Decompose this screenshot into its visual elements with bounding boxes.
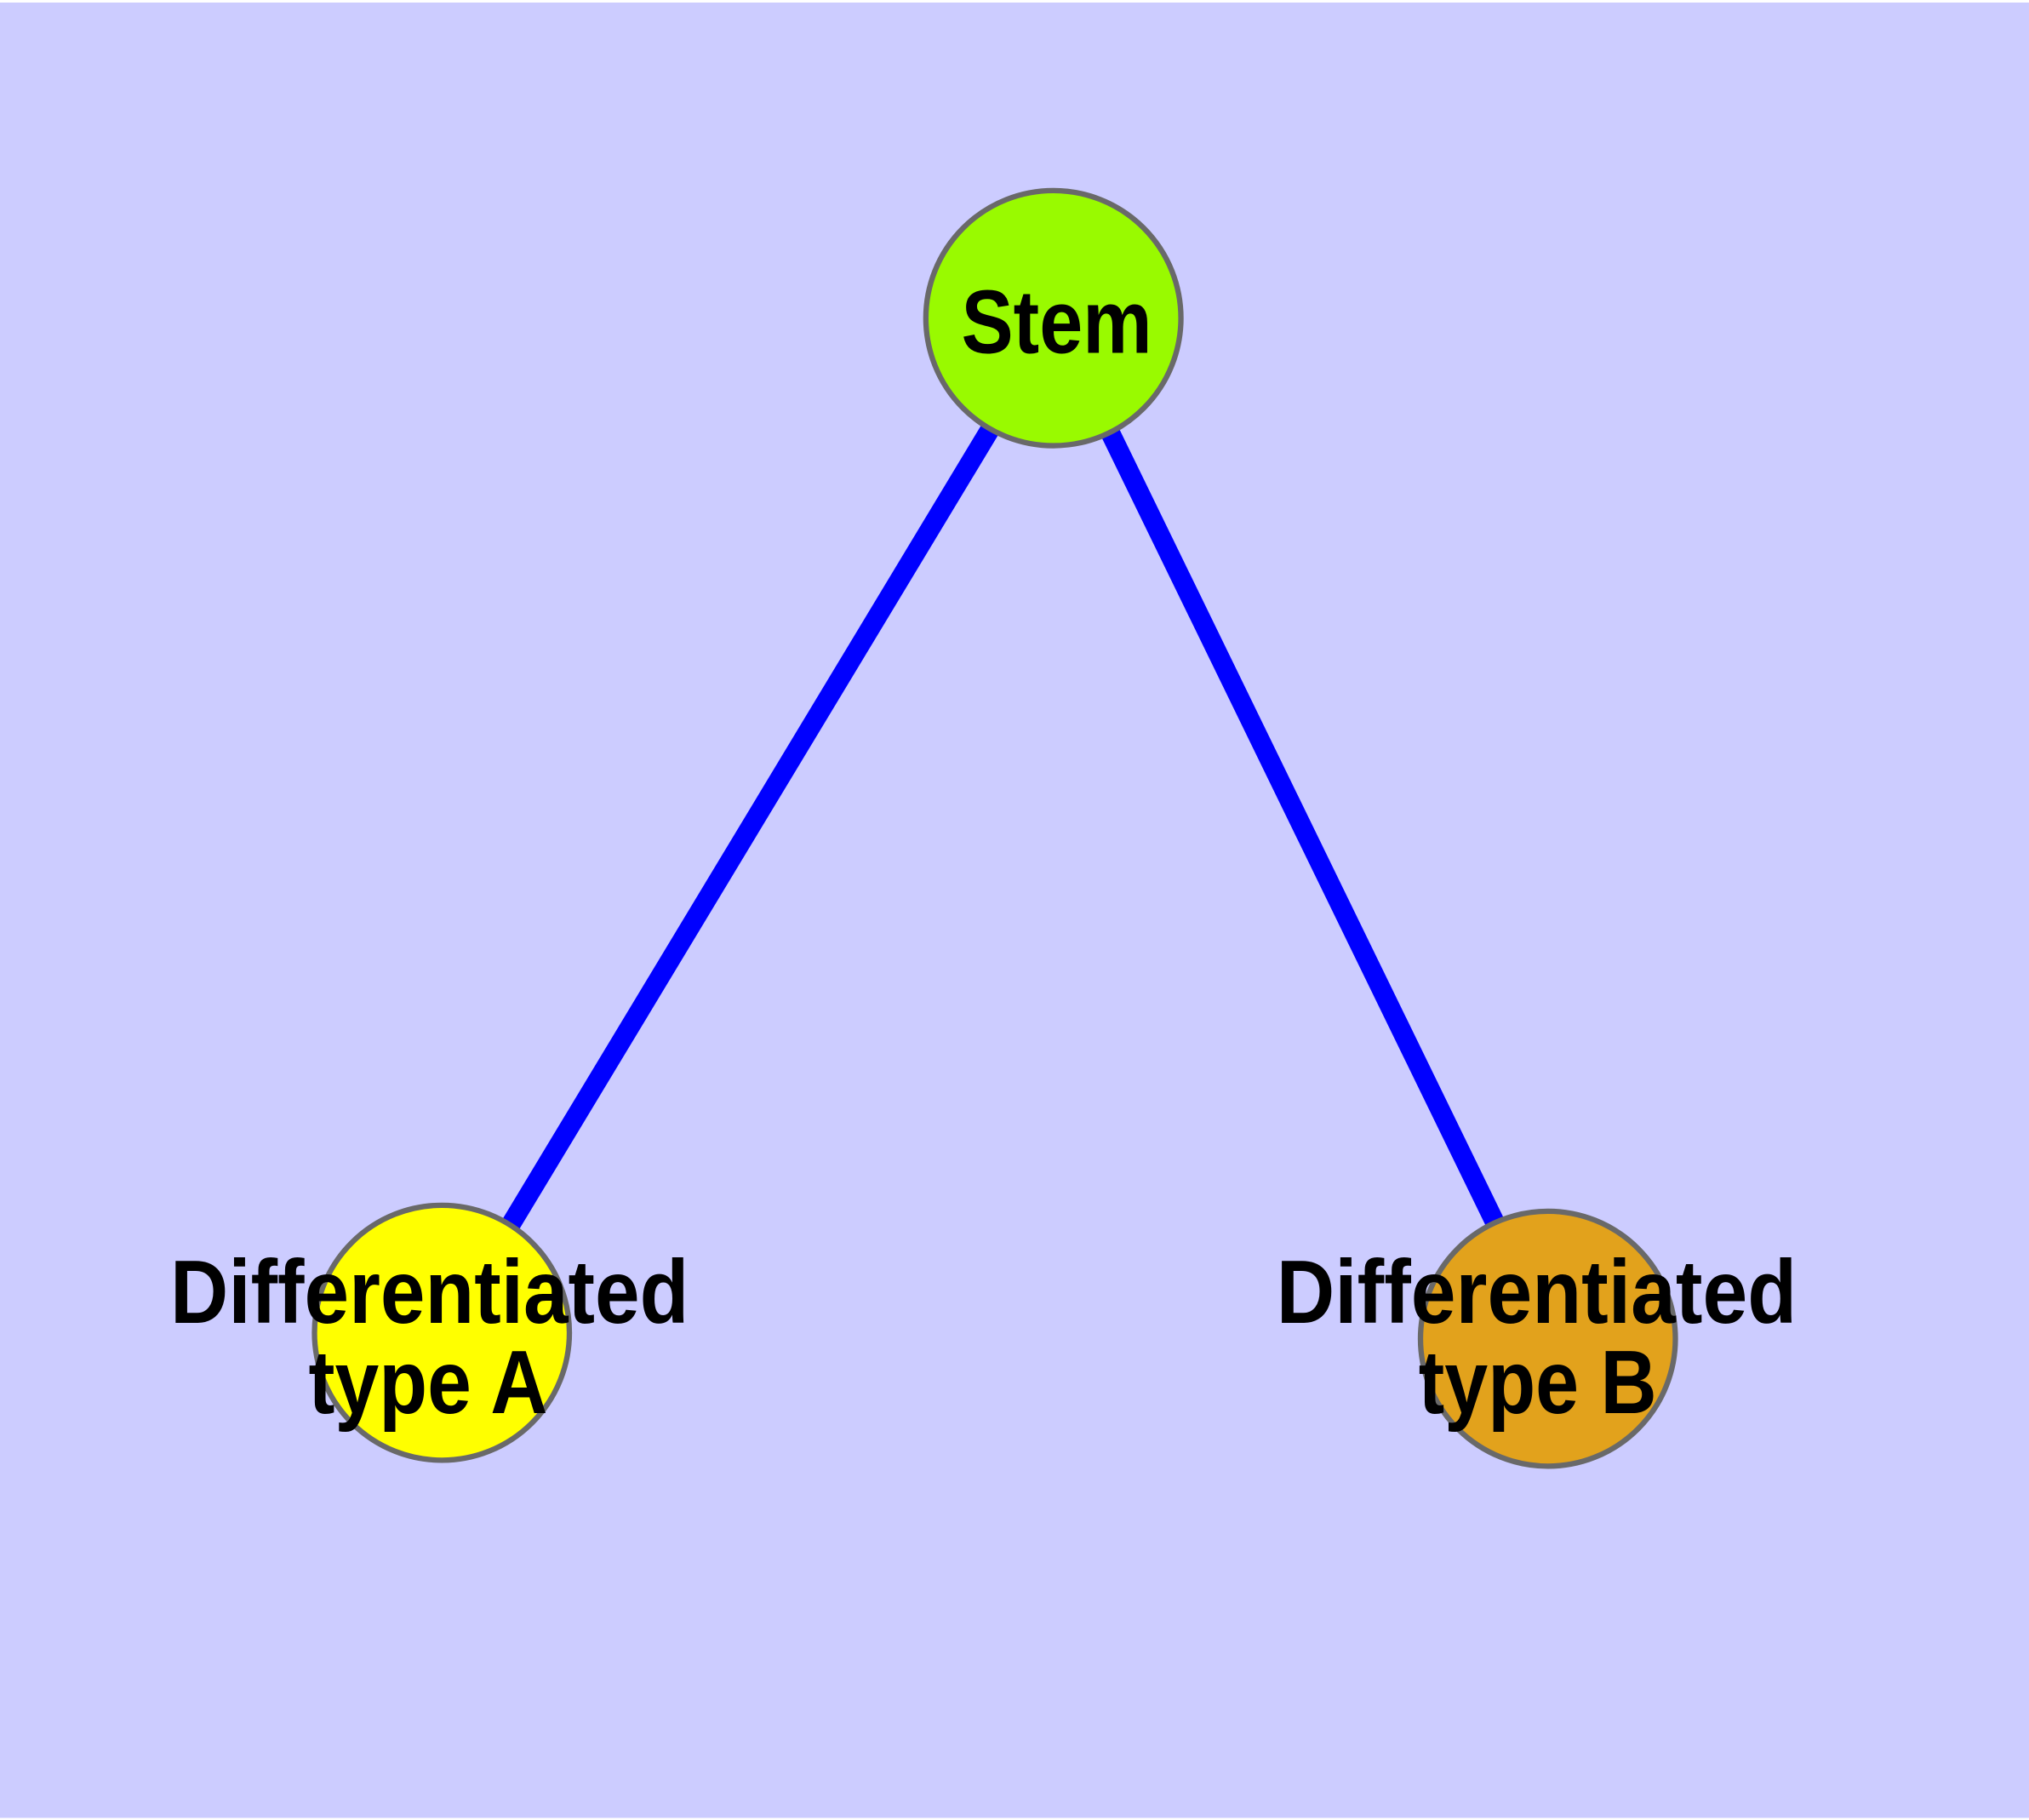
- svg-text:Differentiated: Differentiated: [1277, 1242, 1797, 1342]
- svg-text:type B: type B: [1419, 1331, 1657, 1433]
- svg-text:Differentiated: Differentiated: [170, 1242, 689, 1342]
- svg-text:type A: type A: [309, 1332, 548, 1433]
- svg-text:Stem: Stem: [961, 272, 1152, 373]
